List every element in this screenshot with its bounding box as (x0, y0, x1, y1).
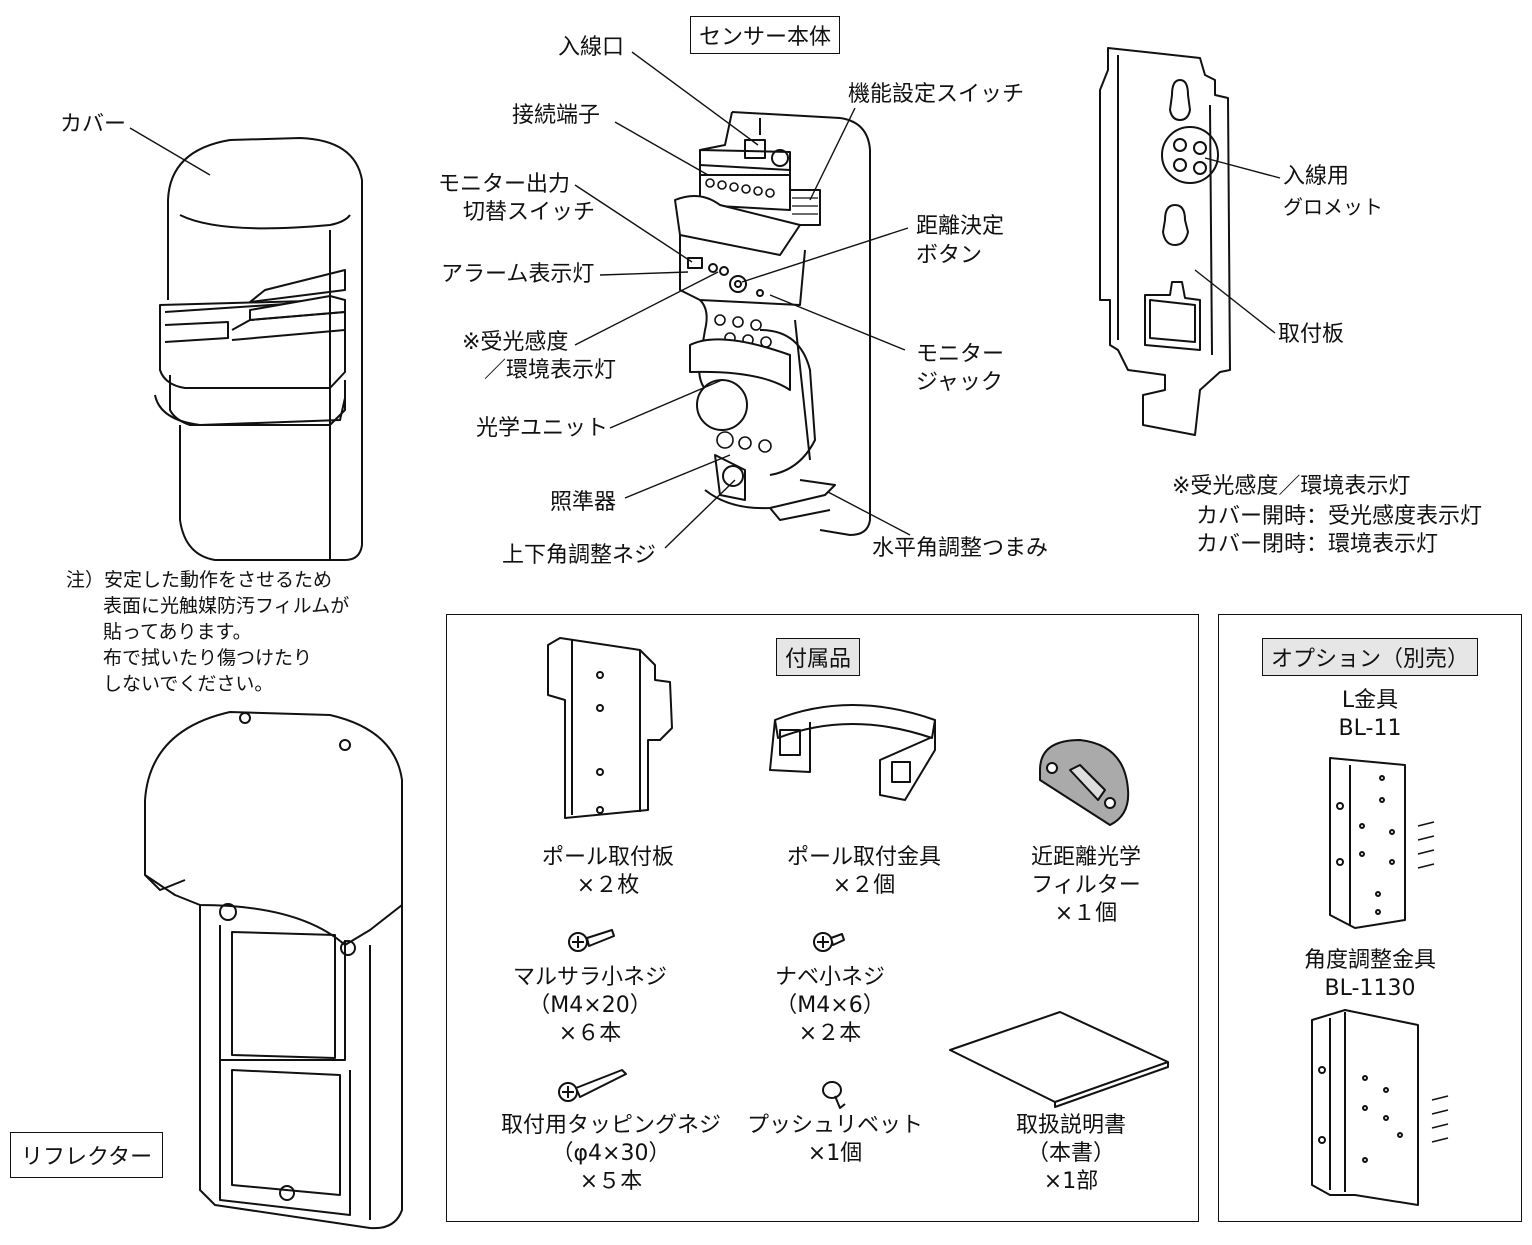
accessory-m4x20-name: マルサラ小ネジ (512, 965, 667, 990)
indicator-note-line2: カバー開時：受光感度表示灯 (1196, 504, 1483, 529)
monitor-switch-label-1: モニター出力 (438, 172, 571, 197)
inlet-label: 入線口 (558, 35, 625, 60)
indicator-note-line3: カバー閉時：環境表示灯 (1196, 532, 1439, 557)
pan-screw-m4x6-drawing (813, 932, 845, 952)
accessory-filter-name-2: フィルター (1031, 873, 1141, 898)
mount-plate-label: 取付板 (1278, 322, 1345, 347)
accessories-box (446, 614, 1199, 1222)
accessory-manual-spec: （本書） (1026, 1141, 1115, 1166)
reflector-title: リフレクター (10, 1132, 164, 1178)
sensitivity-label-2: ／環境表示灯 (484, 358, 617, 383)
sensitivity-label-1: ※受光感度 (462, 330, 569, 355)
accessory-tapping-spec: （φ4×30） (551, 1141, 671, 1166)
monitor-jack-label-1: モニター (916, 342, 1005, 367)
cover-drawing (154, 137, 363, 561)
options-box (1218, 614, 1522, 1222)
distance-button-label-2: ボタン (916, 243, 983, 268)
accessory-filter-qty: ×１個 (1054, 901, 1118, 926)
indicator-note-line1: ※受光感度／環境表示灯 (1172, 474, 1411, 499)
tapping-screw-drawing (558, 1069, 627, 1102)
function-switch-label: 機能設定スイッチ (848, 82, 1025, 107)
film-note-line5: しないでください。 (103, 673, 274, 695)
option-l-bracket-model: BL-11 (1338, 716, 1402, 741)
horizontal-knob-label: 水平角調整つまみ (872, 536, 1049, 561)
pole-bracket-drawing (769, 704, 936, 801)
accessory-manual-qty: ×1部 (1043, 1169, 1099, 1194)
accessory-pole-bracket-qty: ×２個 (832, 873, 896, 898)
vertical-screw-label: 上下角調整ネジ (502, 543, 657, 568)
l-bracket-drawing (1329, 757, 1435, 929)
accessories-title: 付属品 (776, 638, 861, 676)
option-angle-bracket-model: BL-1130 (1324, 976, 1416, 1001)
leader-lines (129, 51, 1281, 549)
cover-label: カバー (60, 112, 127, 137)
terminal-label: 接続端子 (512, 103, 601, 128)
machine-screw-m4x20-drawing (568, 929, 615, 952)
accessory-m4x20-spec: （M4×20） (528, 993, 652, 1018)
accessory-filter-name-1: 近距離光学 (1030, 845, 1141, 870)
monitor-switch-label-2: 切替スイッチ (463, 200, 596, 225)
distance-button-label-1: 距離決定 (916, 214, 1005, 239)
alarm-lamp-label: アラーム表示灯 (441, 262, 595, 287)
sensor-title: センサー本体 (690, 16, 841, 54)
grommet-label-1: 入線用 (1283, 164, 1350, 189)
grommet-label-2: グロメット (1283, 195, 1383, 219)
accessory-m4x6-qty: ×２本 (798, 1021, 862, 1046)
accessory-m4x20-qty: ×６本 (558, 1021, 622, 1046)
option-angle-bracket-name: 角度調整金具 (1303, 948, 1436, 973)
options-title: オプション（別売） (1262, 638, 1479, 676)
film-note-line1: 注）安定した動作をさせるため (66, 569, 333, 591)
near-filter-drawing (1039, 739, 1130, 826)
accessory-tapping-qty: ×５本 (579, 1169, 643, 1194)
film-note-line3: 貼ってあります。 (103, 621, 252, 643)
sensor-body-drawing (674, 111, 871, 536)
accessory-m4x6-spec: （M4×6） (775, 993, 885, 1018)
angle-bracket-drawing (1311, 1009, 1449, 1206)
pole-plate-drawing (547, 637, 673, 819)
accessory-pole-plate-name: ポール取付板 (541, 845, 674, 870)
film-note-line4: 布で拭いたり傷つけたり (103, 647, 313, 669)
accessory-rivet-qty: ×1個 (807, 1141, 863, 1166)
push-rivet-drawing (822, 1081, 846, 1109)
sight-label: 照準器 (550, 490, 617, 515)
accessory-rivet-name: プッシュリベット (746, 1113, 923, 1138)
accessory-pole-bracket-name: ポール取付金具 (786, 845, 941, 870)
mount-plate-drawing (1099, 47, 1231, 436)
option-l-bracket-name: L金具 (1341, 688, 1399, 713)
accessory-manual-name: 取扱説明書 (1015, 1113, 1126, 1138)
reflector-drawing (144, 711, 403, 1230)
monitor-jack-label-2: ジャック (916, 370, 1003, 395)
optical-unit-label: 光学ユニット (476, 416, 609, 441)
film-note-line2: 表面に光触媒防汚フィルムが (103, 595, 350, 617)
manual-drawing (949, 1011, 1169, 1108)
accessory-pole-plate-qty: ×２枚 (576, 873, 640, 898)
accessory-m4x6-name: ナベ小ネジ (774, 965, 885, 990)
accessory-tapping-name: 取付用タッピングネジ (500, 1113, 721, 1138)
